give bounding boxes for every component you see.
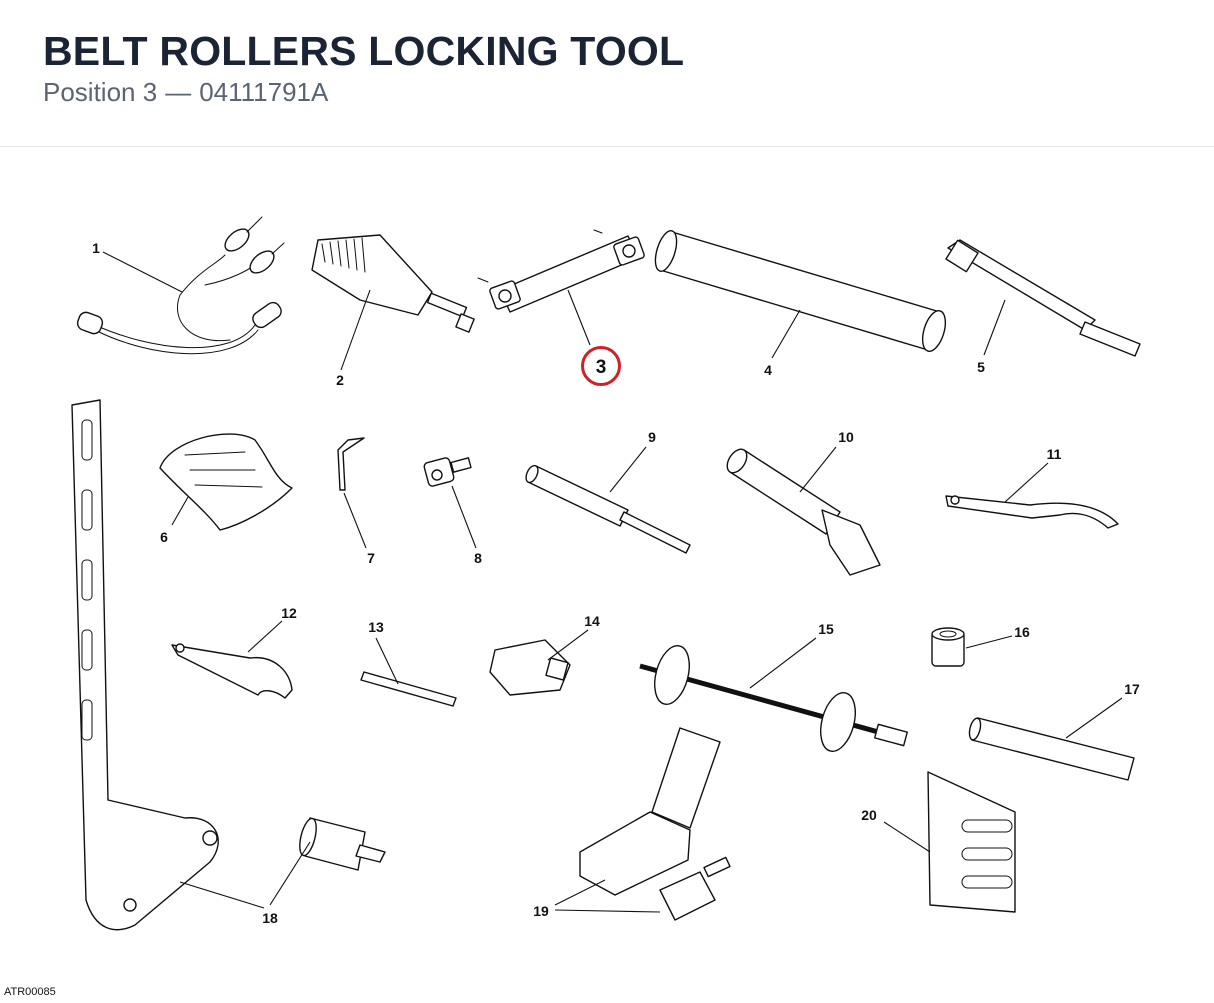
- callout-labels: 1 2 3 4 5 6 7 8 9 10 11 12 13 14 15 16 1…: [92, 240, 1140, 926]
- callout-6: 6: [160, 529, 168, 545]
- callout-1: 1: [92, 240, 100, 256]
- page-header: BELT ROLLERS LOCKING TOOL Position 3—041…: [0, 0, 1214, 147]
- part-11-spanner[interactable]: [945, 495, 1119, 529]
- part-14-socket[interactable]: [489, 639, 571, 696]
- callout-4: 4: [764, 362, 772, 378]
- callout-20: 20: [861, 807, 877, 823]
- part-12-hook-spanner[interactable]: [171, 643, 293, 699]
- callout-11: 11: [1047, 446, 1062, 462]
- part-1-cable-harness[interactable]: [76, 216, 285, 355]
- part-5-shaft[interactable]: [945, 239, 1141, 357]
- callout-17: 17: [1124, 681, 1140, 697]
- part-3-locking-tool[interactable]: [477, 229, 645, 313]
- callout-12: 12: [281, 605, 297, 621]
- part-4-cylinder[interactable]: [651, 228, 949, 354]
- part-17-drift[interactable]: [967, 717, 1135, 781]
- part-19-case[interactable]: [579, 727, 731, 921]
- position-label: Position 3: [43, 77, 158, 107]
- callout-10: 10: [838, 429, 854, 445]
- part-16-bushing[interactable]: [931, 627, 965, 667]
- callout-5: 5: [977, 359, 985, 375]
- part-number: 04111791A: [199, 77, 329, 107]
- part-7-bent-pin[interactable]: [337, 437, 365, 491]
- part-9-punch[interactable]: [524, 464, 691, 554]
- callout-2: 2: [336, 372, 344, 388]
- callout-19: 19: [533, 903, 549, 919]
- callout-16: 16: [1014, 624, 1030, 640]
- page-title: BELT ROLLERS LOCKING TOOL: [43, 28, 685, 74]
- callout-13: 13: [368, 619, 384, 635]
- callout-8: 8: [474, 550, 482, 566]
- part-13-pin[interactable]: [360, 671, 457, 707]
- part-18-adapter[interactable]: [297, 817, 386, 871]
- callout-18: 18: [262, 910, 278, 926]
- callout-9: 9: [648, 429, 656, 445]
- callout-7: 7: [367, 550, 375, 566]
- part-10-puller[interactable]: [723, 446, 881, 576]
- drawing-code: ATR00085: [4, 986, 56, 998]
- part-2-spline-handle[interactable]: [311, 234, 475, 333]
- part-20-comb-plate[interactable]: [927, 771, 1016, 913]
- part-15-puller-shaft[interactable]: [639, 642, 909, 755]
- part-6-mat[interactable]: [159, 433, 293, 531]
- page-subtitle: Position 3—04111791A: [43, 77, 328, 108]
- part-18-lever-arm[interactable]: [71, 399, 219, 931]
- callout-3: 3: [596, 357, 607, 378]
- leader-lines: [102, 251, 1123, 913]
- part-8-fitting[interactable]: [423, 457, 472, 487]
- subtitle-separator: —: [165, 77, 192, 107]
- callout-14: 14: [584, 613, 600, 629]
- highlight-ring: [581, 346, 621, 386]
- callout-15: 15: [818, 621, 834, 637]
